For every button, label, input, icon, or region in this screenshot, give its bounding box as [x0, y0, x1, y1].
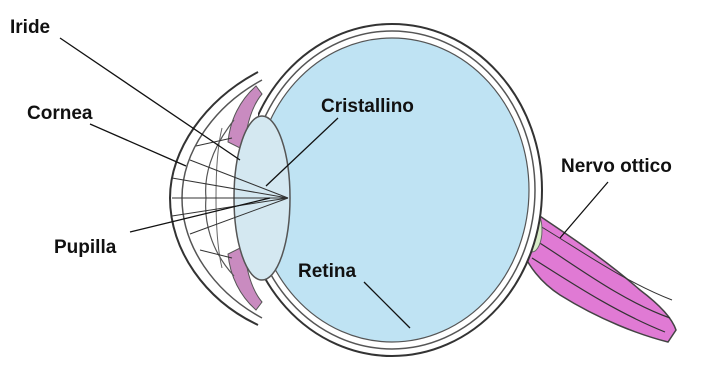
- leader-iride: [60, 38, 240, 160]
- leader-cornea: [90, 124, 186, 166]
- label-cristallino: Cristallino: [321, 97, 414, 116]
- label-pupilla: Pupilla: [54, 238, 116, 257]
- label-nervo-ottico: Nervo ottico: [561, 157, 672, 176]
- optic-nerve: [522, 208, 676, 342]
- leader-nervo: [560, 182, 608, 238]
- label-cornea: Cornea: [27, 104, 92, 123]
- label-iride: Iride: [10, 18, 50, 37]
- label-retina: Retina: [298, 262, 356, 281]
